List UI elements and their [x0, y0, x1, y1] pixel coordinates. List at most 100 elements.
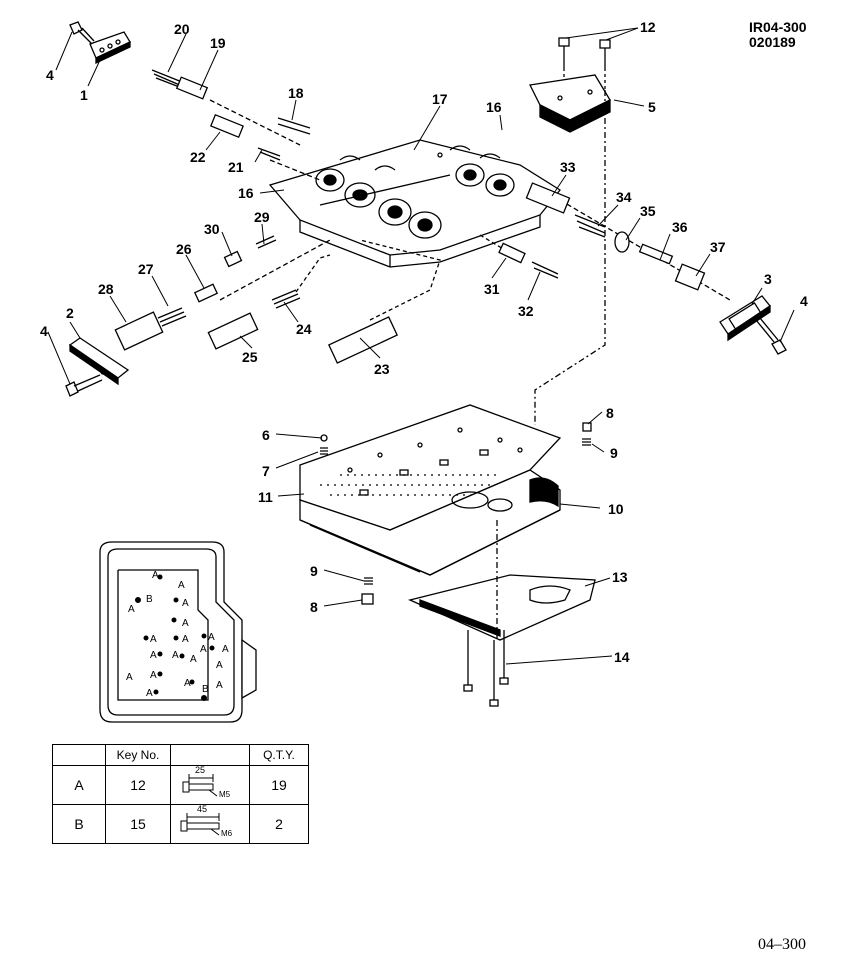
bolt-upper-left [69, 21, 95, 45]
callout-33: 33 [560, 159, 576, 175]
bolt-length: 25 [195, 765, 206, 775]
bolt-type: B [52, 804, 106, 844]
inset-mark-b: B [202, 684, 209, 695]
table-row: A 12 25 M5 19 [52, 765, 309, 805]
callout-28: 28 [98, 281, 114, 297]
callout-12: 12 [640, 19, 656, 35]
table-header-bolt [170, 744, 250, 766]
valve-31-32 [479, 234, 559, 279]
callout-8: 8 [606, 405, 614, 421]
callout-25: 25 [242, 349, 258, 365]
inset-mark-a: A [184, 678, 191, 689]
callout-16: 16 [486, 99, 502, 115]
callout-1: 1 [80, 87, 88, 103]
page-number: 04–300 [758, 936, 806, 953]
inset-mark-a: A [178, 580, 185, 591]
key-number: 15 [105, 804, 171, 844]
end-plate-upper-left [89, 31, 131, 65]
drawing-code-line-1: IR04-300 [749, 19, 807, 35]
bolt-size-cell: 45 M6 [170, 804, 250, 844]
callout-23: 23 [374, 361, 390, 377]
inset-mark-a: A [146, 688, 153, 699]
callout-13: 13 [612, 569, 628, 585]
drawing-code: IR04-300 020189 [749, 20, 829, 50]
callout-16: 16 [238, 185, 254, 201]
table-header-key-no: Key No. [105, 744, 171, 766]
valve-body-upper [268, 139, 561, 268]
callout-22: 22 [190, 149, 206, 165]
inset-mark-a: A [152, 570, 159, 581]
bolt-right [755, 317, 787, 355]
callout-18: 18 [288, 85, 304, 101]
inset-mark-a: A [182, 598, 189, 609]
inset-mark-a: A [150, 670, 157, 681]
callout-2: 2 [66, 305, 74, 321]
callout-24: 24 [296, 321, 312, 337]
bolts-12 [558, 37, 611, 90]
inset-mark-a: A [208, 632, 215, 643]
inset-mark-a: A [182, 618, 189, 629]
quantity: 19 [249, 765, 309, 805]
oil-strainer [408, 574, 596, 641]
callout-9: 9 [310, 563, 318, 579]
callout-17: 17 [432, 91, 448, 107]
callout-11: 11 [258, 489, 273, 505]
end-plate-lower-left-2 [68, 337, 130, 386]
key-number: 12 [105, 765, 171, 805]
callout-26: 26 [176, 241, 192, 257]
inset-mark-a: A [190, 654, 197, 665]
callout-36: 36 [672, 219, 688, 235]
cover-plate-5 [529, 74, 611, 133]
connection-line [534, 90, 606, 425]
bolt-type: A [52, 765, 106, 805]
table-header-type [52, 744, 106, 766]
inset-mark-a: A [216, 660, 223, 671]
plug-8-spring-9-right [582, 422, 592, 446]
drawing-code-line-2: 020189 [749, 34, 796, 50]
plug-8-spring-9-lower [361, 577, 374, 605]
inset-mark-b: B [146, 594, 153, 605]
callout-19: 19 [210, 35, 226, 51]
callout-35: 35 [640, 203, 656, 219]
bolt-icon [182, 774, 218, 797]
callout-14: 14 [614, 649, 630, 665]
callout-10: 10 [608, 501, 624, 517]
callout-4: 4 [40, 323, 48, 339]
end-plate-right-3 [719, 295, 771, 342]
callout-30: 30 [204, 221, 220, 237]
callout-21: 21 [228, 159, 244, 175]
bolt-size-cell: 25 M5 [170, 765, 250, 805]
inset-mark-a: A [172, 650, 179, 661]
valve-train-right [525, 182, 731, 301]
callout-37: 37 [710, 239, 726, 255]
bolts-14 [463, 630, 509, 707]
callout-20: 20 [174, 21, 190, 37]
callout-8: 8 [310, 599, 318, 615]
table-row: B 15 45 M6 2 [52, 804, 309, 844]
callout-6: 6 [262, 427, 270, 443]
bolt-thread: M6 [221, 829, 233, 838]
bolt-icon [180, 813, 220, 836]
callout-27: 27 [138, 261, 154, 277]
bolt-thread: M5 [219, 790, 231, 799]
callout-31: 31 [484, 281, 500, 297]
callout-5: 5 [648, 99, 656, 115]
callout-3: 3 [764, 271, 772, 287]
quantity: 2 [249, 804, 309, 844]
callout-29: 29 [254, 209, 270, 225]
callout-34: 34 [616, 189, 632, 205]
inset-mark-a: A [150, 650, 157, 661]
bolt-spec-table: Key No. Q.T.Y. A 12 25 M5 19 B 15 [52, 744, 309, 844]
inset-mark-a: A [126, 672, 133, 683]
oil-pan-inset [99, 541, 257, 723]
callout-9: 9 [610, 445, 618, 461]
bolt-length: 45 [197, 804, 208, 814]
callout-7: 7 [262, 463, 270, 479]
callout-4: 4 [46, 67, 54, 83]
valve-train-upper-left [151, 69, 321, 181]
inset-mark-a: A [128, 604, 135, 615]
valve-body-lower [299, 469, 561, 576]
bolt-lower-left [65, 374, 103, 397]
inset-mark-a: A [216, 680, 223, 691]
